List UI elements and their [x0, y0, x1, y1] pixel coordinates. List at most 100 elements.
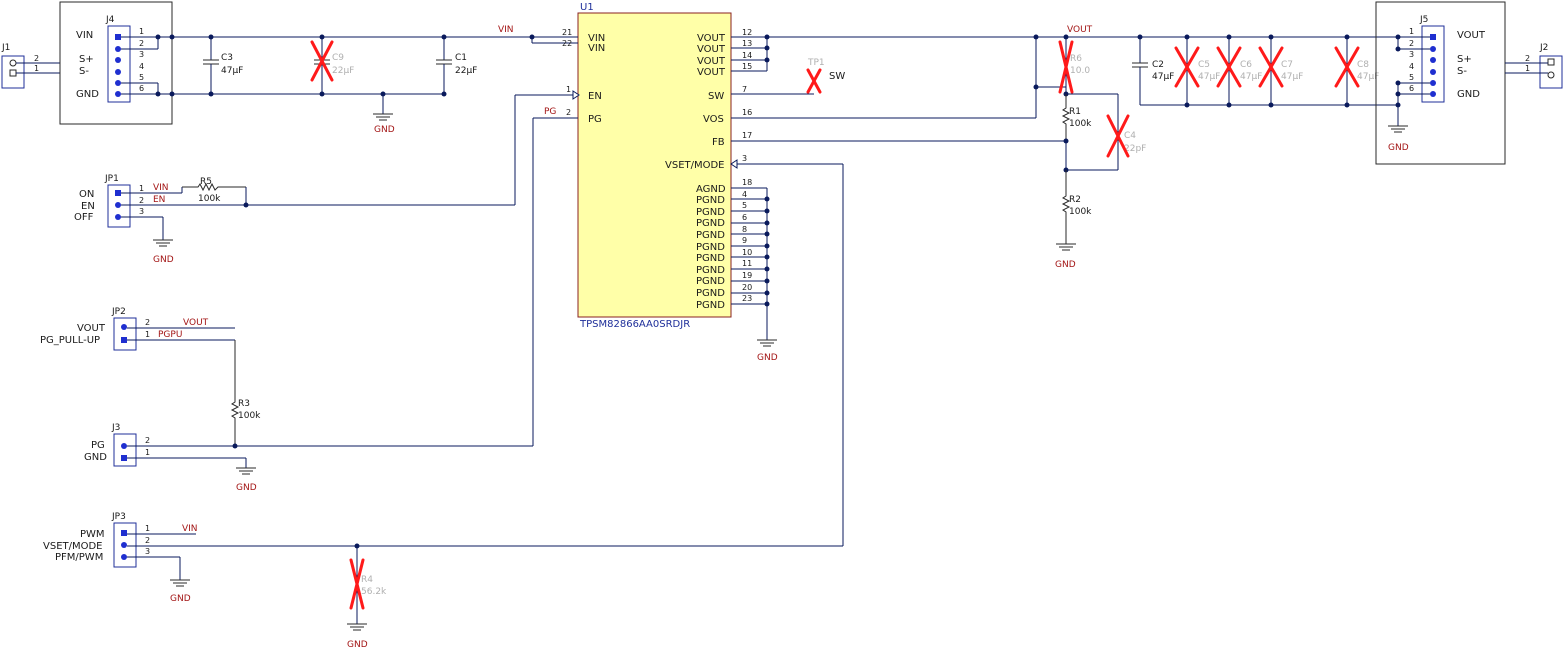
r4-ref: R4: [361, 575, 373, 585]
jp2-net-pgpu: PGPU: [158, 330, 182, 340]
j5-ref: J5: [1419, 15, 1428, 25]
jp1-pin3: 3: [139, 207, 144, 216]
c5-value: 47µF: [1198, 72, 1220, 82]
j5-pin1: 1: [1409, 27, 1414, 36]
r6-ref: R6: [1070, 54, 1082, 64]
j1-ref: J1: [1, 43, 10, 53]
resistor-r1: R1 100k: [1061, 94, 1092, 141]
c2-ref: C2: [1152, 60, 1164, 70]
net-label-vin: VIN: [498, 25, 514, 35]
jp2-net-vout: VOUT: [183, 318, 209, 328]
capacitor-c4: C4 22pF: [1106, 114, 1146, 158]
tp1-ref: TP1: [807, 58, 825, 68]
j5-pin6: 6: [1409, 84, 1414, 93]
jp3-label-pwm: PWM: [80, 529, 105, 540]
u1-pin-20: 20: [742, 283, 752, 292]
r2-gnd-label: GND: [1055, 260, 1076, 270]
u1-pin-12: 12: [742, 28, 752, 37]
jp3-net-vin: VIN: [182, 524, 198, 534]
j5-label-gnd: GND: [1457, 89, 1480, 100]
j4-label-sminus: S-: [79, 66, 89, 77]
resistor-r2: R2 100k GND: [1055, 170, 1092, 270]
jp1-net-en: EN: [153, 195, 165, 205]
jp1-gnd-label: GND: [153, 255, 174, 265]
j3-pin2: 2: [145, 436, 150, 445]
net-label-pg: PG: [544, 107, 556, 117]
j1-pin2: 2: [34, 54, 39, 63]
j4-pin4: 4: [139, 62, 144, 71]
jp3-pin3: 3: [145, 547, 150, 556]
capacitor-c5: C5 47µF: [1174, 37, 1220, 105]
c5-ref: C5: [1198, 60, 1210, 70]
u1-pin-8: 8: [742, 225, 747, 234]
u1-pin-13: 13: [742, 39, 752, 48]
j5-label-sminus: S-: [1457, 66, 1467, 77]
u1-pin-10: 10: [742, 248, 752, 257]
u1-pin-23: 23: [742, 294, 752, 303]
connector-j1: J1 2 1: [1, 43, 60, 89]
u1-pin-vout-a: VOUT: [697, 33, 726, 44]
resistor-r5: R5 100k: [181, 177, 515, 208]
u1-pin-en: EN: [588, 91, 602, 102]
capacitor-c8: C8 47µF: [1334, 37, 1379, 105]
jp3-label-pfm-pwm: PFM/PWM: [55, 552, 103, 563]
u1-pin-vin-a: VIN: [588, 33, 605, 44]
u1-pin-2: 2: [566, 108, 571, 117]
connector-j5: J5 1 2 3 4 5 6 VOUT S+ S- GND GND: [1375, 1, 1506, 165]
u1-pin-7: 7: [742, 85, 747, 94]
ic-u1: U1 TPSM82866AA0SRDJR 21 22 VIN VIN 1 EN …: [533, 2, 1066, 546]
j3-gnd-label: GND: [236, 483, 257, 493]
jp2-pin1: 1: [145, 330, 150, 339]
c9-value: 22µF: [332, 66, 354, 76]
j2-pin1: 1: [1525, 64, 1530, 73]
u1-pin-14: 14: [742, 51, 752, 60]
u1-pin-pgnd-5: PGND: [696, 207, 725, 218]
u1-pin-vin-b: VIN: [588, 43, 605, 54]
tp1-label: SW: [829, 71, 845, 82]
j4-pin2: 2: [139, 39, 144, 48]
r6-value: 10.0: [1070, 66, 1090, 76]
capacitor-c9: C9 22µF: [310, 37, 354, 94]
u1-part-number: TPSM82866AA0SRDJR: [579, 319, 690, 330]
c2-value: 47µF: [1152, 72, 1174, 82]
jumper-jp1: JP1 ON EN OFF 1 2 3 VIN EN GND: [74, 174, 182, 265]
c4-value: 22pF: [1124, 144, 1146, 154]
j5-pin4: 4: [1409, 62, 1414, 71]
capacitor-c6: C6 47µF: [1216, 37, 1262, 105]
u1-pin-pgnd-11: PGND: [696, 265, 725, 276]
j3-pin1: 1: [145, 448, 150, 457]
jp1-label-en: EN: [81, 201, 95, 212]
c8-value: 47µF: [1357, 72, 1379, 82]
j1-pin1: 1: [34, 64, 39, 73]
u1-pin-sw: SW: [708, 91, 724, 102]
u1-pin-19: 19: [742, 271, 752, 280]
j5-pin3: 3: [1409, 50, 1414, 59]
u1-pin-vos: VOS: [703, 114, 724, 125]
jp3-label-vset-mode: VSET/MODE: [43, 541, 103, 552]
u1-pin-4: 4: [742, 190, 747, 199]
u1-pin-pgnd-9: PGND: [696, 242, 725, 253]
resistor-r3: R3 100k: [230, 340, 261, 446]
u1-pin-pgnd-23: PGND: [696, 300, 725, 311]
j5-pin2: 2: [1409, 39, 1414, 48]
jp3-pin2: 2: [145, 536, 150, 545]
testpoint-tp1: TP1 SW: [806, 58, 845, 94]
c1-ref: C1: [455, 53, 467, 63]
jp2-label-vout: VOUT: [77, 323, 106, 334]
u1-pin-fb: FB: [712, 137, 725, 148]
net-label-vout: VOUT: [1067, 25, 1093, 35]
jp1-pin2: 2: [139, 196, 144, 205]
r2-ref: R2: [1069, 195, 1081, 205]
j4-label-splus: S+: [79, 54, 94, 65]
j4-pin5: 5: [139, 73, 144, 82]
j4-pin3: 3: [139, 50, 144, 59]
u1-pin-pgnd-19: PGND: [696, 276, 725, 287]
capacitor-c3: C3 47µF: [203, 37, 243, 94]
u1-gnd-label: GND: [757, 353, 778, 363]
c1-value: 22µF: [455, 66, 477, 76]
capacitor-c2: C2 47µF: [1132, 37, 1174, 105]
jp3-gnd-label: GND: [170, 594, 191, 604]
gnd-symbol: GND: [373, 113, 395, 135]
connector-j3: J3 PG GND 2 1 GND: [84, 118, 534, 493]
